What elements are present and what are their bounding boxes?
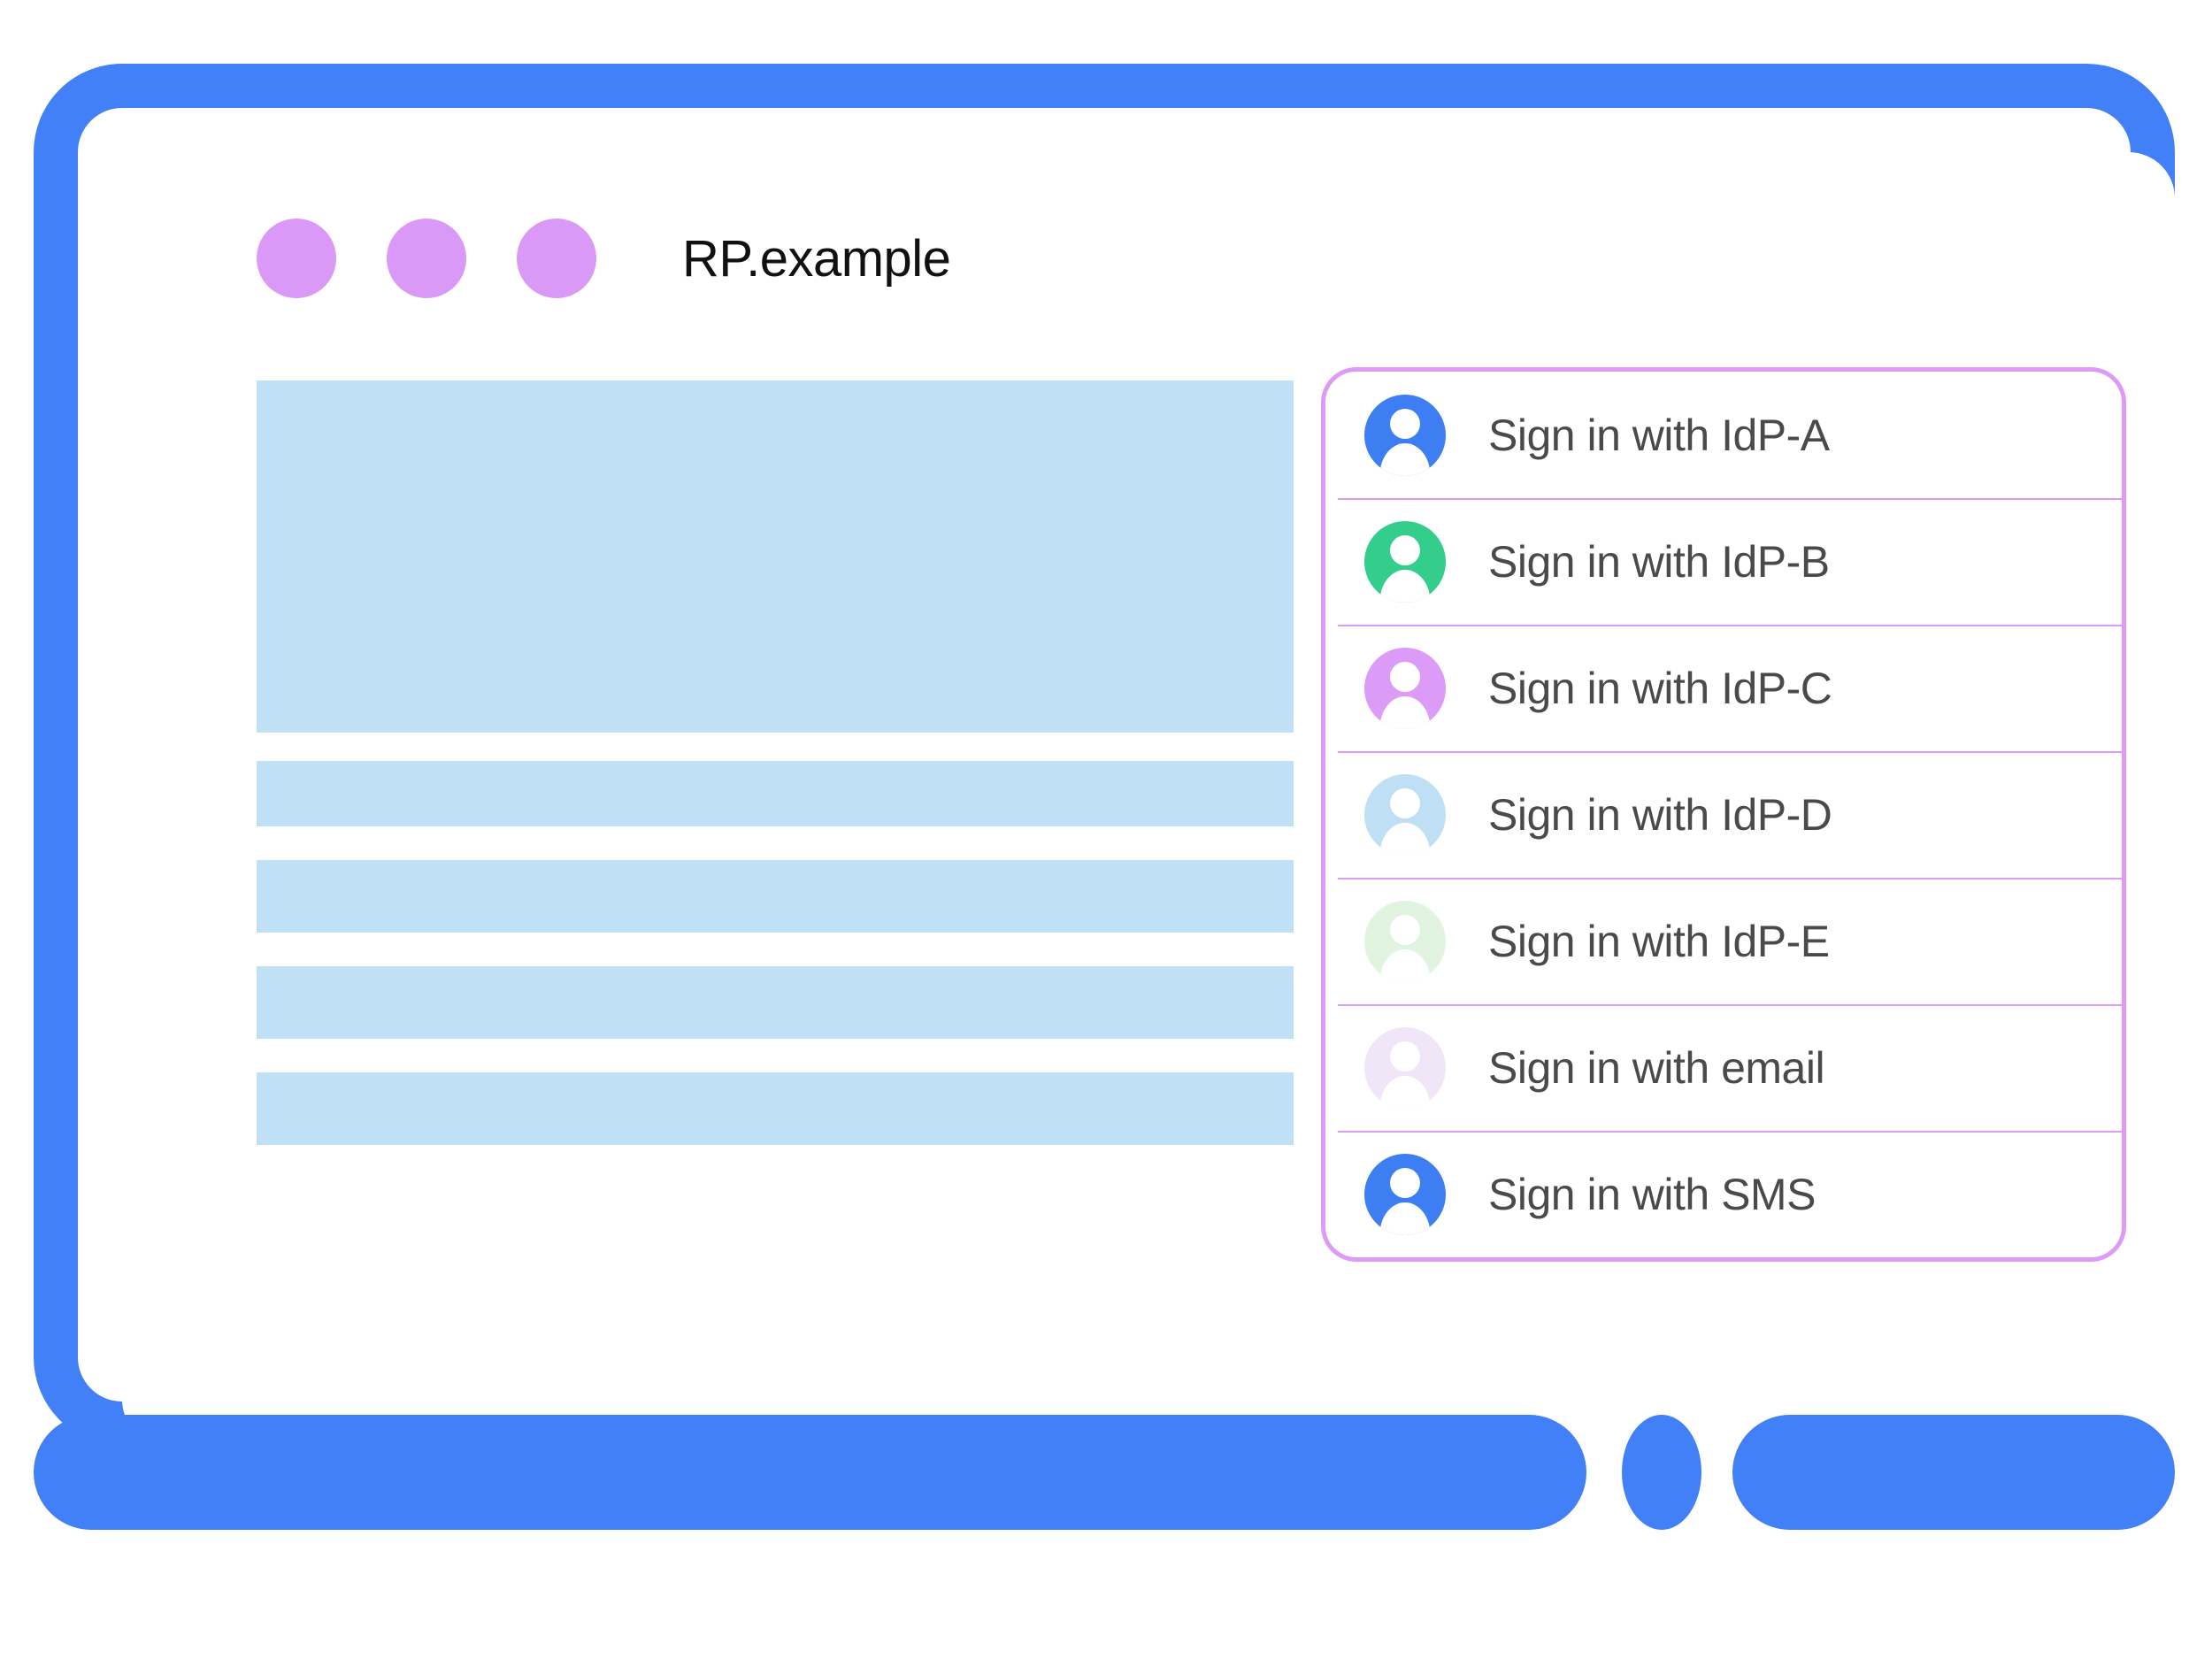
person-avatar-icon <box>1364 900 1446 982</box>
device-bottom-bar-left <box>34 1415 1586 1530</box>
account-chooser-item-label: Sign in with IdP-D <box>1488 789 1832 840</box>
page-title: RP.example <box>682 229 951 288</box>
account-chooser-item-idp-d[interactable]: Sign in with IdP-D <box>1325 751 2122 878</box>
text-bar-placeholder-1 <box>257 761 1294 826</box>
account-chooser-item-label: Sign in with email <box>1488 1042 1825 1093</box>
browser-titlebar: RP.example <box>122 152 2175 365</box>
device-bottom-bar-right <box>1732 1415 2175 1530</box>
account-chooser-item-idp-a[interactable]: Sign in with IdP-A <box>1325 372 2122 498</box>
account-chooser-item-label: Sign in with SMS <box>1488 1169 1816 1219</box>
text-bar-placeholder-4 <box>257 1072 1294 1145</box>
person-avatar-icon <box>1364 647 1446 729</box>
account-chooser-item-label: Sign in with IdP-B <box>1488 536 1830 587</box>
account-chooser-item-idp-e[interactable]: Sign in with IdP-E <box>1325 878 2122 1004</box>
account-chooser-item-idp-b[interactable]: Sign in with IdP-B <box>1325 498 2122 625</box>
account-chooser-item-label: Sign in with IdP-C <box>1488 663 1832 713</box>
person-avatar-icon <box>1364 520 1446 603</box>
page-content-placeholders <box>257 380 1294 1179</box>
hero-placeholder <box>257 380 1294 733</box>
browser-window-frame: RP.example Sign in with IdP-A <box>34 64 2175 1446</box>
person-avatar-icon <box>1364 1153 1446 1235</box>
window-dot-minimize-icon[interactable] <box>387 219 466 298</box>
account-chooser-item-email[interactable]: Sign in with email <box>1325 1004 2122 1131</box>
account-chooser-panel: Sign in with IdP-A Sign in with IdP-B Si… <box>1321 367 2126 1262</box>
person-avatar-icon <box>1364 1026 1446 1109</box>
window-dot-close-icon[interactable] <box>257 219 336 298</box>
text-bar-placeholder-2 <box>257 860 1294 933</box>
account-chooser-item-label: Sign in with IdP-E <box>1488 916 1830 966</box>
device-home-button[interactable] <box>1622 1415 1701 1530</box>
account-chooser-item-sms[interactable]: Sign in with SMS <box>1325 1131 2122 1257</box>
account-chooser-item-idp-c[interactable]: Sign in with IdP-C <box>1325 625 2122 751</box>
text-bar-placeholder-3 <box>257 966 1294 1039</box>
account-chooser-item-label: Sign in with IdP-A <box>1488 410 1830 460</box>
device-frame: RP.example Sign in with IdP-A <box>34 64 2175 1532</box>
window-dot-maximize-icon[interactable] <box>517 219 596 298</box>
browser-viewport: RP.example Sign in with IdP-A <box>122 152 2175 1446</box>
person-avatar-icon <box>1364 394 1446 476</box>
person-avatar-icon <box>1364 773 1446 856</box>
